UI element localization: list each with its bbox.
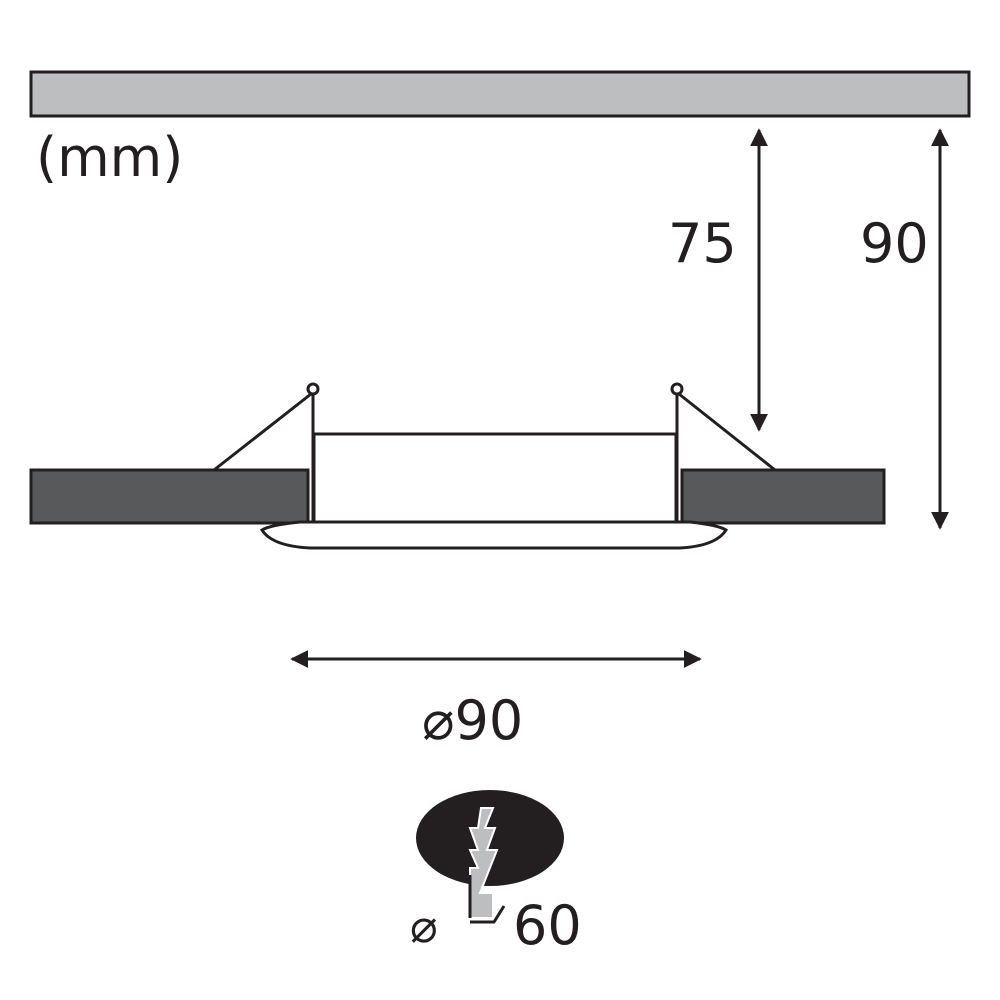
ceiling-board-left [29,468,310,525]
height-90-label: 90 [860,212,929,275]
ceiling-slab [29,70,971,118]
unit-label: (mm) [36,126,183,189]
cutout-diameter-label: 60 [513,894,582,957]
ceiling-board-right [680,468,886,525]
luminaire-body [312,432,678,524]
luminaire-trim [259,520,729,550]
spring-clip-right-arm [678,392,776,472]
cutout-hole-icon [416,790,564,924]
cutout-diameter-symbol: ⌀ [410,899,438,953]
diameter-90-label: ⌀90 [422,689,523,752]
depth-75-label: 75 [668,212,737,275]
spring-clip-left-arm [213,392,312,472]
spring-clip-left-pivot [306,382,320,396]
spring-clip-right-pivot [670,382,684,396]
